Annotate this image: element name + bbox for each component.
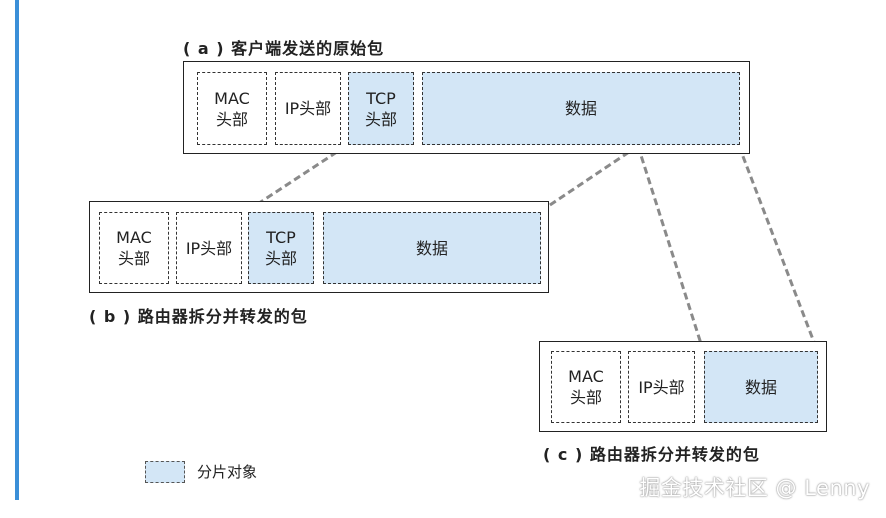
packet-c-ip-header: IP头部 — [628, 351, 695, 423]
packet-a-data: 数据 — [422, 72, 740, 145]
packet-b-ip-header: IP头部 — [176, 212, 242, 284]
packet-a-tcp-header: TCP 头部 — [348, 72, 414, 145]
caption-b: ( b ) 路由器拆分并转发的包 — [89, 307, 308, 326]
packet-b-data: 数据 — [323, 212, 541, 284]
left-accent-bar — [15, 0, 19, 500]
packet-b-mac-header: MAC 头部 — [99, 212, 169, 284]
connector-a-data-end-to-c-right — [737, 145, 819, 351]
watermark: 掘金技术社区 @ Lenny — [639, 476, 870, 500]
packet-a-original: MAC 头部 IP头部 TCP 头部 数据 — [183, 61, 750, 154]
packet-a-mac-header: MAC 头部 — [197, 72, 267, 145]
connector-a-data-split-to-b-right — [540, 144, 639, 213]
packet-b-fragment: MAC 头部 IP头部 TCP 头部 数据 — [89, 201, 549, 293]
packet-c-mac-header: MAC 头部 — [551, 351, 621, 423]
legend-label: 分片对象 — [197, 463, 258, 481]
packet-c-fragment: MAC 头部 IP头部 数据 — [539, 341, 827, 432]
packet-a-ip-header: IP头部 — [275, 72, 341, 145]
legend-swatch — [145, 461, 185, 483]
caption-c: ( c ) 路由器拆分并转发的包 — [543, 445, 760, 464]
packet-c-data: 数据 — [704, 351, 818, 423]
packet-b-tcp-header: TCP 头部 — [248, 212, 314, 284]
connector-a-data-split-to-c-left — [636, 145, 705, 351]
caption-a: ( a ) 客户端发送的原始包 — [183, 39, 385, 58]
